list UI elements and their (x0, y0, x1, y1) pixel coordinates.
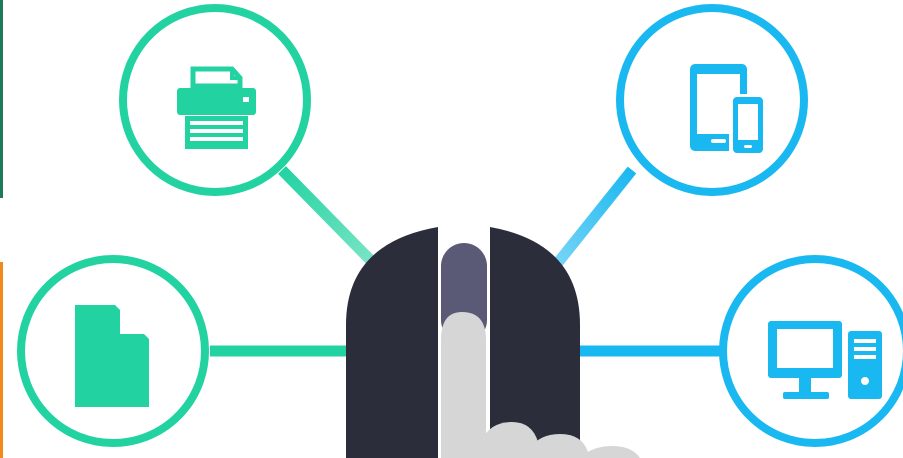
printer-node[interactable] (123, 8, 307, 192)
document-node[interactable] (21, 259, 205, 443)
connector-tablet (548, 170, 632, 275)
desktop-node[interactable] (723, 259, 903, 443)
tablet-node[interactable] (620, 8, 804, 192)
